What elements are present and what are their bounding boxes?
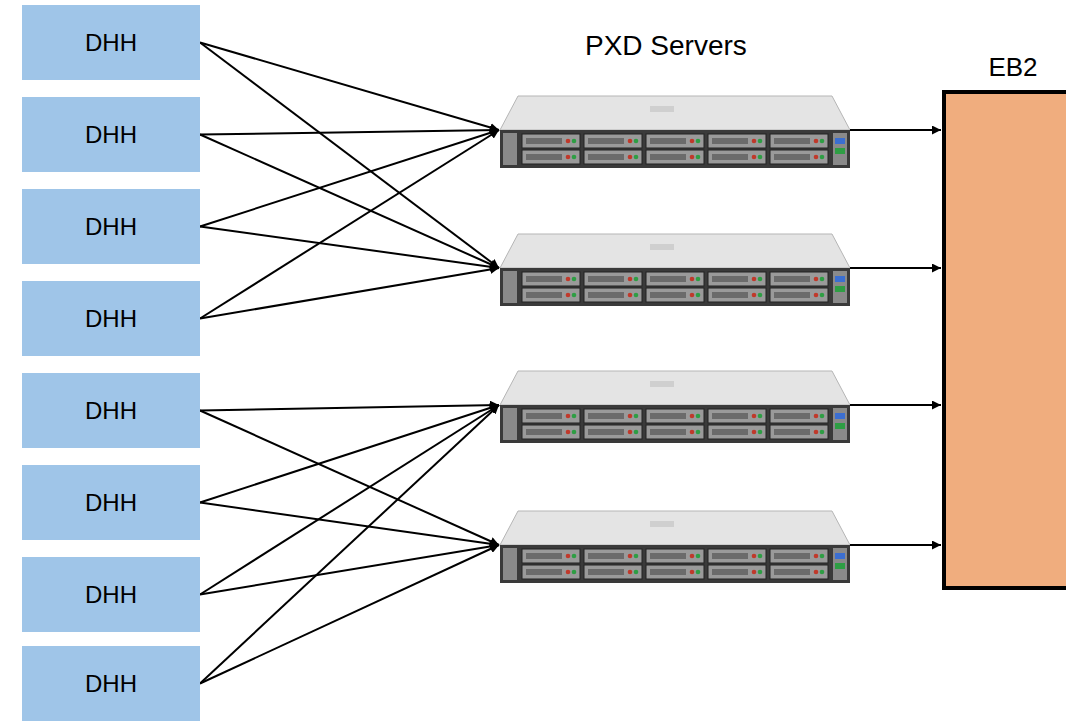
connector-arrow	[200, 268, 499, 319]
connector-arrow	[200, 130, 499, 227]
dhh-box: DHH	[22, 646, 200, 721]
server-node	[500, 92, 850, 168]
connector-arrow	[200, 405, 499, 503]
connector-arrow	[850, 129, 941, 131]
box-label: DHH	[85, 121, 137, 149]
group-label: PXD Servers	[585, 30, 747, 62]
dhh-box: DHH	[22, 465, 200, 540]
server-illustration	[500, 507, 850, 583]
eb2-box: EB2	[942, 52, 1066, 590]
dhh-box: DHH	[22, 557, 200, 632]
box-label: DHH	[85, 489, 137, 517]
connector-arrow	[200, 405, 499, 684]
box-label: DHH	[85, 670, 137, 698]
box-label: DHH	[85, 213, 137, 241]
dhh-box: DHH	[22, 189, 200, 264]
box-label: DHH	[85, 581, 137, 609]
connector-arrow	[200, 503, 499, 546]
server-illustration	[500, 367, 850, 443]
eb2-body	[942, 90, 1066, 590]
dhh-box: DHH	[22, 373, 200, 448]
connector-arrow	[200, 43, 499, 269]
server-node	[500, 507, 850, 583]
server-illustration	[500, 230, 850, 306]
server-illustration	[500, 92, 850, 168]
box-label: DHH	[85, 305, 137, 333]
connector-arrow	[850, 544, 941, 546]
dhh-box: DHH	[22, 97, 200, 172]
connector-arrow	[850, 404, 941, 406]
dhh-box: DHH	[22, 5, 200, 80]
connector-arrow	[200, 411, 499, 546]
connector-arrow	[200, 545, 499, 684]
server-node	[500, 367, 850, 443]
dhh-box: DHH	[22, 281, 200, 356]
box-label: DHH	[85, 397, 137, 425]
box-heading: EB2	[942, 52, 1066, 83]
connector-arrow	[200, 545, 499, 595]
connector-arrow	[200, 135, 499, 269]
connector-arrow	[200, 43, 499, 131]
connector-arrow	[200, 227, 499, 269]
server-node	[500, 230, 850, 306]
box-label: DHH	[85, 29, 137, 57]
connector-arrow	[200, 405, 499, 411]
connector-arrow	[200, 130, 499, 135]
connector-arrow	[200, 130, 499, 319]
connector-arrow	[850, 267, 941, 269]
